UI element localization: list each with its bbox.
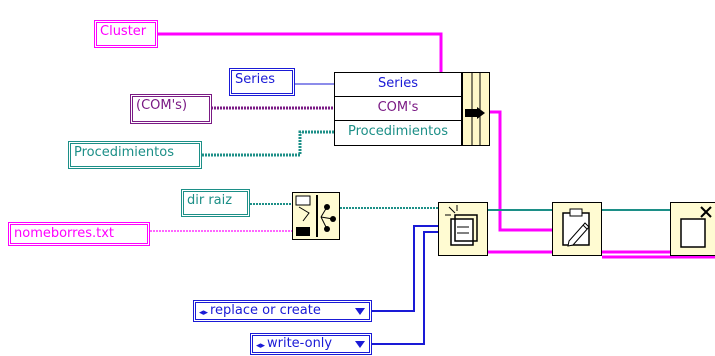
access-wire[interactable] bbox=[372, 231, 438, 345]
series-terminal[interactable]: Series bbox=[229, 68, 295, 96]
bundle-field-procedimientos[interactable]: Procedimientos bbox=[348, 124, 448, 139]
bundle-field-coms[interactable]: COM's bbox=[335, 97, 461, 121]
bundle-output-wire[interactable] bbox=[490, 110, 552, 232]
build-path-icon[interactable] bbox=[292, 192, 340, 240]
dir-raiz-terminal[interactable]: dir raiz bbox=[181, 189, 250, 217]
increment-arrows-icon[interactable]: ◂▸ bbox=[199, 308, 209, 318]
cluster-terminal[interactable]: Cluster bbox=[94, 20, 158, 48]
open-file-icon[interactable] bbox=[438, 202, 488, 256]
dropdown-arrow-icon[interactable] bbox=[355, 308, 365, 315]
increment-arrows-icon[interactable]: ◂▸ bbox=[256, 341, 266, 351]
close-file-icon[interactable] bbox=[670, 202, 715, 256]
bundle-arrow-icon bbox=[465, 73, 485, 145]
access-enum[interactable]: ◂▸ write-only bbox=[250, 333, 372, 355]
write-file-icon[interactable] bbox=[552, 202, 602, 256]
coms-terminal[interactable]: (COM's) bbox=[130, 94, 212, 124]
bundle-by-name-node[interactable]: Series COM's Procedimientos bbox=[334, 72, 462, 146]
dropdown-arrow-icon[interactable] bbox=[355, 341, 365, 348]
procedimientos-terminal[interactable]: Procedimientos bbox=[68, 141, 202, 169]
cluster-wire[interactable] bbox=[158, 32, 443, 72]
bundle-field-series[interactable]: Series bbox=[335, 73, 461, 97]
procedimientos-wire[interactable] bbox=[202, 130, 334, 157]
operation-wire[interactable] bbox=[372, 225, 438, 312]
filename-terminal[interactable]: nomeborres.txt bbox=[8, 222, 150, 246]
bundle-icon[interactable] bbox=[462, 72, 490, 146]
operation-enum[interactable]: ◂▸ replace or create bbox=[193, 300, 372, 322]
